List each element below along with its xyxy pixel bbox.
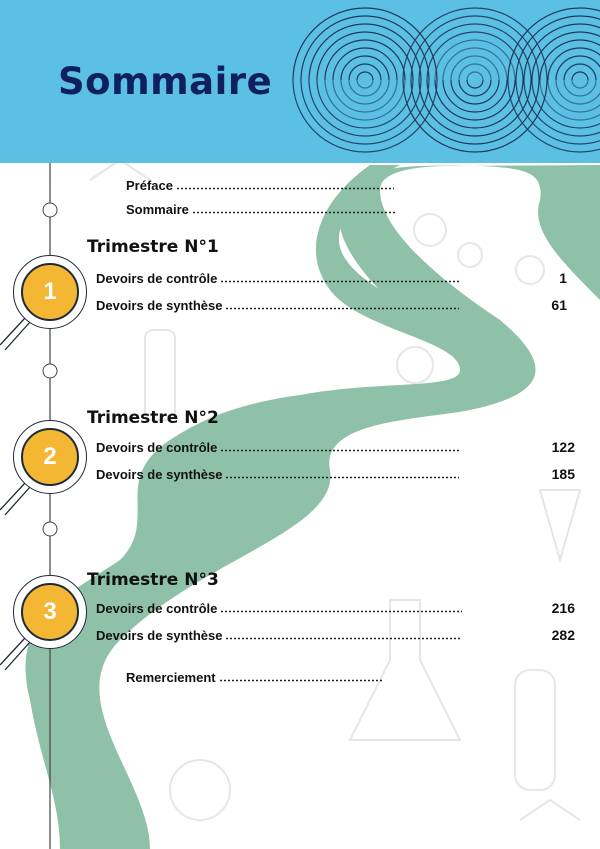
entry-label: Devoirs de synthèse <box>96 298 223 313</box>
dot-leader <box>225 637 462 640</box>
toc-entry[interactable]: Devoirs de synthèse <box>96 628 462 643</box>
page-number: 61 <box>551 297 567 313</box>
dot-leader <box>191 211 397 214</box>
entry-label: Remerciement <box>126 670 216 685</box>
page-title: Sommaire <box>58 60 273 103</box>
entry-label: Devoirs de synthèse <box>96 467 223 482</box>
dot-leader <box>220 610 463 613</box>
toc-entry[interactable]: Devoirs de contrôle <box>96 271 461 286</box>
page-number: 185 <box>551 466 575 482</box>
dot-leader <box>225 307 460 310</box>
toc-entry-sommaire[interactable]: Sommaire <box>126 202 397 217</box>
entry-label: Devoirs de contrôle <box>96 271 218 286</box>
toc-entry[interactable]: Devoirs de synthèse <box>96 298 460 313</box>
timeline-node <box>42 202 58 218</box>
entry-label: Devoirs de synthèse <box>96 628 223 643</box>
green-river-shape <box>25 165 600 849</box>
trimestre-3-heading: Trimestre N°3 <box>87 570 219 590</box>
trimestre-2-heading: Trimestre N°2 <box>87 408 219 428</box>
page-number: 122 <box>551 439 575 455</box>
entry-label: Sommaire <box>126 202 189 217</box>
dot-leader <box>225 476 460 479</box>
page-number: 216 <box>551 600 575 616</box>
trimestre-2-badge: 2 <box>21 428 79 486</box>
entry-label: Préface <box>126 178 173 193</box>
entry-label: Devoirs de contrôle <box>96 601 218 616</box>
trimestre-3-badge: 3 <box>21 583 79 641</box>
header-banner: Sommaire <box>0 0 600 163</box>
toc-entry[interactable]: Devoirs de synthèse <box>96 467 460 482</box>
page-number: 282 <box>551 627 575 643</box>
dot-leader <box>218 679 384 682</box>
timeline-node <box>42 363 58 379</box>
dot-leader <box>220 280 461 283</box>
toc-entry[interactable]: Devoirs de contrôle <box>96 601 463 616</box>
toc-entry[interactable]: Devoirs de contrôle <box>96 440 461 455</box>
timeline-node <box>42 521 58 537</box>
toc-entry-remerciement[interactable]: Remerciement <box>126 670 384 685</box>
dot-leader <box>175 187 394 190</box>
entry-label: Devoirs de contrôle <box>96 440 218 455</box>
dot-leader <box>220 449 461 452</box>
green-band <box>200 165 482 440</box>
concentric-arcs-decoration <box>292 7 600 153</box>
toc-entry-preface[interactable]: Préface <box>126 178 394 193</box>
trimestre-1-heading: Trimestre N°1 <box>87 237 219 257</box>
trimestre-1-badge: 1 <box>21 263 79 321</box>
page-number: 1 <box>559 270 567 286</box>
